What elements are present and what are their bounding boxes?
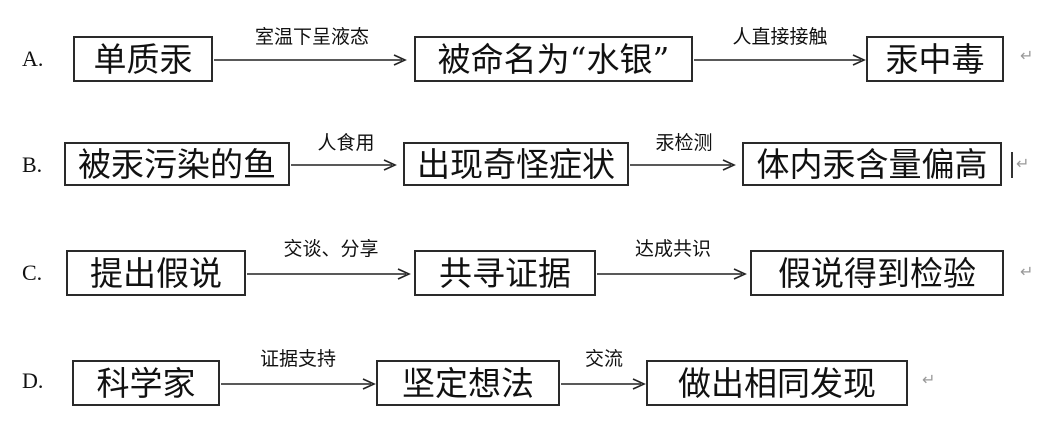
arrow-icon <box>247 268 411 280</box>
flow-node: 单质汞 <box>73 36 213 82</box>
arrow-icon <box>597 268 747 280</box>
flow-node: 共寻证据 <box>414 250 596 296</box>
option-label: B. <box>22 152 43 177</box>
edge-label: 交流 <box>584 348 623 370</box>
flow-node: 被命名为“水银” <box>414 36 693 82</box>
option-label: C. <box>22 260 43 285</box>
arrow-icon <box>561 378 646 390</box>
arrow-icon <box>630 159 736 171</box>
paragraph-mark-icon: ↵ <box>1020 46 1034 65</box>
edge-label: 交谈、分享 <box>283 238 379 260</box>
text-cursor <box>1011 152 1013 178</box>
paragraph-mark-icon: ↵ <box>1020 262 1034 281</box>
edge-label: 汞检测 <box>655 132 713 154</box>
edge-label: 室温下呈液态 <box>254 26 369 48</box>
flow-row-d: D. 科学家 证据支持 坚定想法 交流 做出相同发现 ↵ <box>0 344 1040 406</box>
flow-node: 科学家 <box>72 360 220 406</box>
option-label: D. <box>22 368 44 393</box>
flow-node: 做出相同发现 <box>646 360 908 406</box>
edge-label: 达成共识 <box>634 238 711 260</box>
flow-node: 被汞污染的鱼 <box>64 142 290 186</box>
flow-row-a: A. 单质汞 室温下呈液态 被命名为“水银” 人直接接触 汞中毒 ↵ <box>0 28 1040 88</box>
flow-row-c: C. 提出假说 交谈、分享 共寻证据 达成共识 假说得到检验 ↵ <box>0 236 1040 296</box>
flow-node: 汞中毒 <box>866 36 1004 82</box>
paragraph-mark-icon: ↵ <box>922 370 936 389</box>
flow-node: 坚定想法 <box>376 360 560 406</box>
option-label: A. <box>22 46 44 71</box>
flow-node: 出现奇怪症状 <box>403 142 629 186</box>
flow-node: 假说得到检验 <box>750 250 1004 296</box>
edge-label: 人食用 <box>317 132 375 154</box>
edge-label: 证据支持 <box>259 348 336 370</box>
arrow-icon <box>694 54 866 66</box>
arrow-icon <box>291 159 397 171</box>
paragraph-mark-icon: ↵ <box>1016 154 1030 173</box>
arrow-icon <box>221 378 376 390</box>
arrow-icon <box>214 54 407 66</box>
flow-node: 提出假说 <box>66 250 246 296</box>
flow-row-b: B. 被汞污染的鱼 人食用 出现奇怪症状 汞检测 体内汞含量偏高 ↵ <box>0 132 1040 192</box>
flow-node: 体内汞含量偏高 <box>742 142 1002 186</box>
edge-label: 人直接接触 <box>732 26 828 48</box>
